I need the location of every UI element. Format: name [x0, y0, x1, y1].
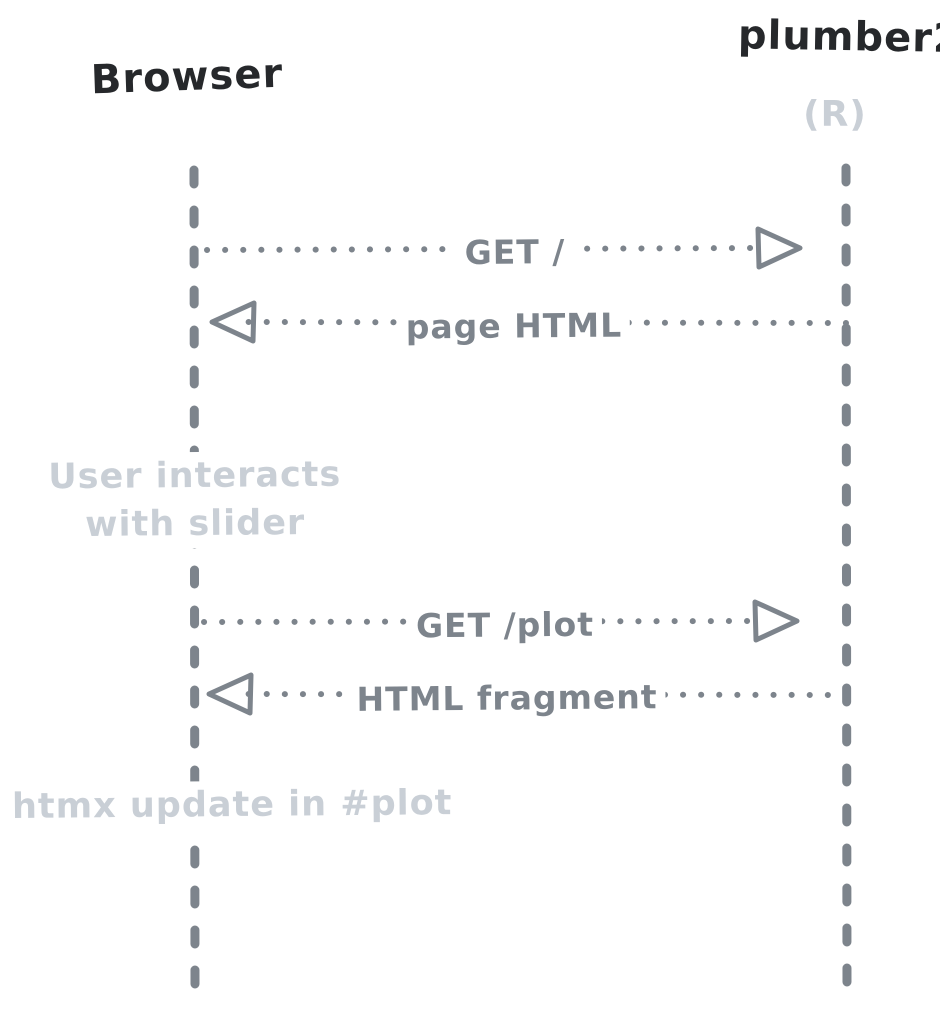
note-user-interacts-line2: with slider: [85, 503, 306, 545]
actor-label-plumber2: plumber2: [737, 12, 940, 63]
message-label-get-plot: GET /plot: [407, 604, 603, 646]
message-label-get-root: GET /: [456, 231, 574, 273]
actor-label-browser: Browser: [90, 50, 284, 104]
arrow-line-get-plot: [201, 618, 764, 625]
arrowhead-page-html: [209, 300, 257, 344]
message-label-html-fragment: HTML fragment: [348, 677, 666, 719]
note-htmx-update: htmx update in #plot: [11, 779, 463, 831]
arrow-line-get-root: [204, 245, 767, 253]
arrowhead-get-root: [755, 226, 803, 270]
lifeline-browser: [189, 165, 200, 993]
arrowhead-get-plot: [752, 599, 800, 643]
lifeline-plumber2: [841, 163, 852, 995]
arrowhead-html-fragment: [206, 672, 254, 716]
note-user-interacts-line1: User interacts: [48, 454, 342, 498]
note-user-interacts: User interacts with slider: [19, 450, 371, 550]
actor-sublabel-r: (R): [803, 94, 867, 135]
message-label-page-html: page HTML: [397, 305, 631, 347]
